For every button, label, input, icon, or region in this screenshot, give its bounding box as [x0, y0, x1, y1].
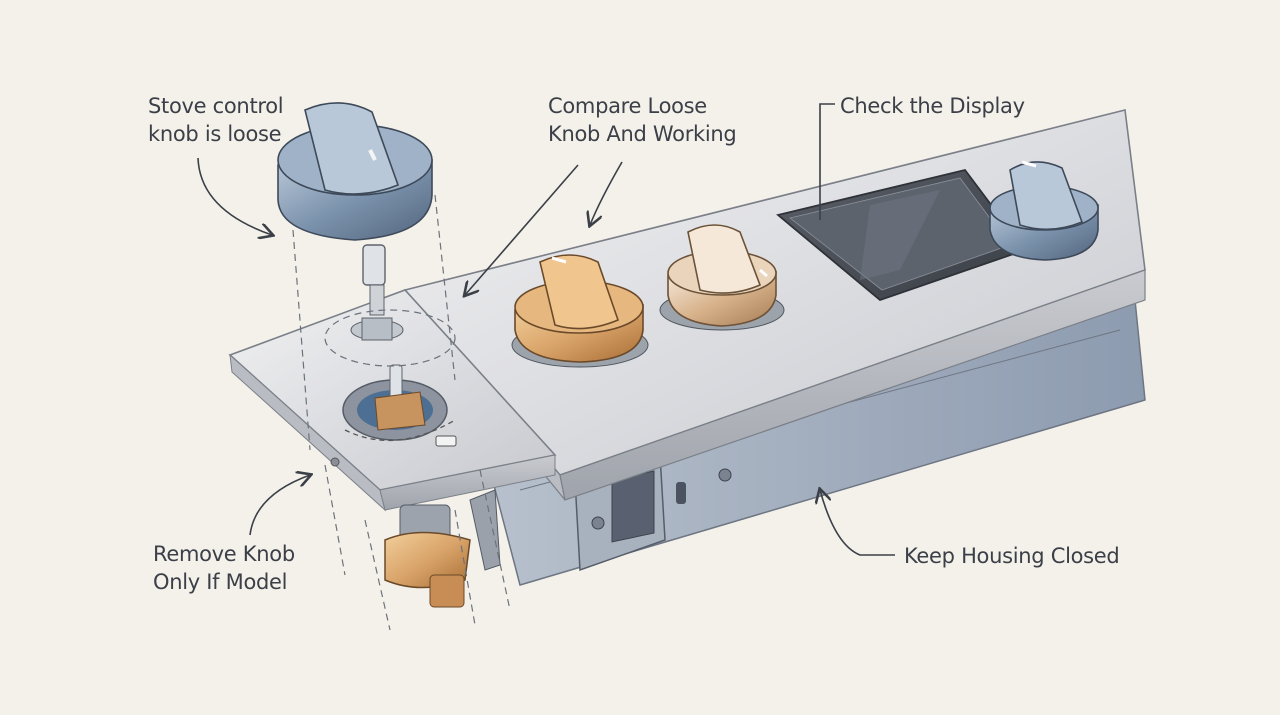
label-line: Remove Knob: [153, 542, 295, 566]
display-window: [776, 168, 1027, 302]
label-line: Only If Model: [153, 570, 288, 594]
leader-remove: [249, 475, 310, 536]
loose-knob: [277, 102, 433, 241]
label-housing: Keep Housing Closed: [904, 542, 1120, 570]
label-loose-knob: Stove control knob is loose: [148, 92, 284, 148]
annotation-leaders: [197, 103, 895, 556]
leader-compare-1: [465, 164, 579, 295]
valve-stem: [350, 244, 426, 431]
label-compare: Compare Loose Knob And Working: [548, 92, 737, 148]
leader-display: [819, 103, 835, 220]
label-line: Check the Display: [840, 94, 1025, 118]
label-display: Check the Display: [840, 92, 1025, 120]
leader-housing: [820, 490, 895, 556]
label-line: Knob And Working: [548, 122, 737, 146]
working-knob: [659, 224, 785, 331]
label-remove: Remove Knob Only If Model: [153, 540, 295, 596]
alignment-guides: [292, 194, 511, 631]
mounting-bracket: [469, 489, 501, 571]
gas-valve-body: [384, 504, 471, 608]
label-line: knob is loose: [148, 122, 282, 146]
blue-knob-right: [989, 160, 1099, 261]
label-line: Compare Loose: [548, 94, 707, 118]
leader-loose-knob: [197, 157, 272, 235]
label-line: Keep Housing Closed: [904, 544, 1120, 568]
leader-compare-2: [590, 161, 623, 225]
stove-housing: [489, 299, 1146, 586]
copper-knob: [511, 254, 649, 368]
label-line: Stove control: [148, 94, 284, 118]
